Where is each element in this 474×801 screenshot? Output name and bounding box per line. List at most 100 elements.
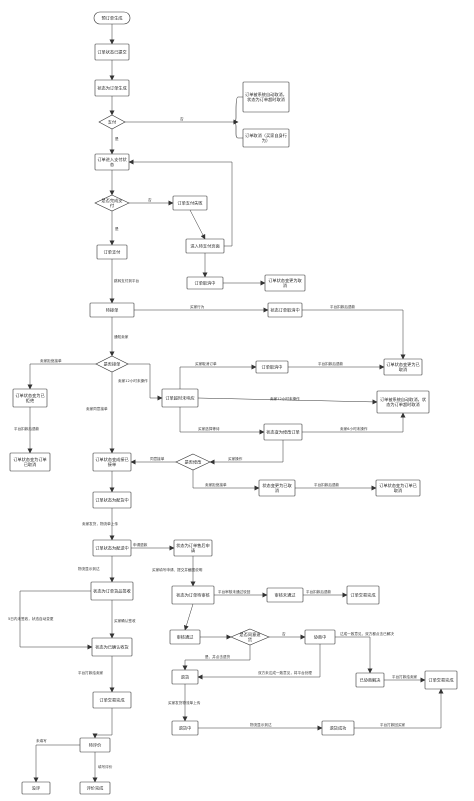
edge-label-e-platform-refund5: 平台扣款后退款 bbox=[306, 589, 332, 594]
edge-label-e-agree-accept: 卖家同意接单 bbox=[86, 406, 108, 411]
edge-label-e-agree: 同意接单 bbox=[150, 456, 165, 461]
edge-label-e-no-review: 未填写 bbox=[36, 738, 47, 743]
node-label: 订单被系统自动取消，状态为订单超时取消 bbox=[380, 396, 427, 408]
node-label: 订单超时未响应 bbox=[165, 395, 194, 402]
node-n-to-ship: 订单状态为配货中 bbox=[92, 491, 132, 509]
node-label: 订单交易完成 bbox=[428, 677, 453, 684]
node-n-wait-confirm: 状态变为修改订单 bbox=[263, 423, 303, 441]
node-label: 订单交易完成 bbox=[99, 697, 124, 704]
node-n-to-review: 待评价 bbox=[79, 737, 111, 753]
edge-label-e-no2: 否 bbox=[148, 198, 152, 202]
node-label: 订单状态为配货中 bbox=[95, 497, 129, 504]
node-label: 订单取消中 bbox=[262, 364, 283, 371]
node-n-returning: 退货中 bbox=[171, 720, 199, 736]
edge-38 bbox=[183, 603, 194, 631]
edge-label-e-reach: 达成一致意见，双方都点击已解决 bbox=[340, 631, 394, 636]
node-n-to-accept: 待接单 bbox=[89, 302, 135, 318]
edge-label-e-5day-auto: 5日内未签收，状态自动变更 bbox=[8, 616, 54, 621]
node-d-accept: 是否接单 bbox=[95, 355, 129, 373]
node-label: 订单状态变为订单已取消 bbox=[379, 482, 417, 494]
edge-22 bbox=[302, 412, 406, 433]
node-label: 是否接单 bbox=[104, 361, 121, 368]
node-n-submit: 订单状态已提交 bbox=[94, 43, 130, 61]
edge-label-e-apply-refund: 申请退款 bbox=[133, 542, 148, 547]
node-n-status-cancelled: 状态变更为已取消 bbox=[258, 479, 296, 497]
node-label: 评价完成 bbox=[87, 785, 104, 792]
node-label: 订单状态变成接已接单 bbox=[95, 456, 129, 468]
edge-27 bbox=[192, 470, 260, 491]
node-n-sys-timeout-cancel: 订单被系统自动取消，状态为订单超时取消 bbox=[376, 390, 430, 414]
node-n-enter-pay: 订单进入支付状态 bbox=[94, 153, 130, 171]
node-n-order-done: 订单交易完成 bbox=[92, 691, 132, 709]
node-d-seller-agree: 是否同意退货 bbox=[230, 628, 270, 646]
node-label: 是否修改 bbox=[185, 459, 203, 466]
node-label: 没评 bbox=[32, 785, 41, 792]
edge-label-e-after-pay: 跳转支付到平台 bbox=[114, 278, 140, 283]
node-label: 进入待支付页面 bbox=[190, 243, 219, 250]
edge-label-e-seller-12h: 卖家12小时未操作 bbox=[118, 378, 148, 383]
cancel-brace bbox=[232, 96, 239, 139]
node-label: 已协商解决 bbox=[360, 677, 382, 684]
edge-50 bbox=[33, 744, 80, 783]
node-label: 订单状态变更为已取消 bbox=[386, 361, 420, 373]
edge-label-e-no: 否 bbox=[180, 117, 184, 121]
edge-49 bbox=[92, 708, 113, 739]
edge-43 bbox=[335, 636, 373, 674]
node-label: 状态订单取消中 bbox=[270, 307, 299, 314]
node-n-resolved: 已协商解决 bbox=[355, 672, 385, 688]
edge-label-e-seller-act: 买家行为 bbox=[190, 304, 205, 309]
edge-17 bbox=[128, 363, 163, 401]
node-n-cancelled-right: 订单状态变更为已取消 bbox=[383, 358, 423, 376]
node-label: 订单状态变更为取消 bbox=[268, 277, 302, 289]
node-n-status-cancel-mid: 状态订单取消中 bbox=[267, 302, 303, 318]
node-n-cancelling: 订单取消中 bbox=[186, 276, 224, 290]
node-label: 订单支付 bbox=[104, 249, 121, 256]
node-label: 支付 bbox=[108, 119, 116, 126]
node-label: 待评价 bbox=[89, 742, 102, 749]
node-n-passed: 审核通过 bbox=[169, 629, 201, 645]
node-label: 订单被系统自动取消，状态为订单超时取消 bbox=[245, 91, 287, 103]
node-label: 是否同意退货 bbox=[240, 631, 262, 643]
edge-label-e-ship-logistics: 卖家发货，物流单上传 bbox=[82, 521, 118, 526]
node-n-pending-pay: 状态为订单生成 bbox=[94, 79, 130, 97]
edge-label-e-yes: 是 bbox=[115, 136, 119, 141]
edge-label-e-platform-pay-seller: 平台打款给卖家 bbox=[78, 670, 104, 675]
edge-label-e-fill-apply: 买家填写申请、提交并截图说明 bbox=[152, 567, 203, 572]
node-n-timeout: 订单超时未响应 bbox=[161, 388, 199, 408]
node-d-pay: 支付 bbox=[98, 114, 126, 130]
edge-8 bbox=[128, 159, 233, 247]
edge-label-e-buyer-cancel: 买家取消订单 bbox=[195, 361, 217, 366]
node-label: 状态为订单货品签收 bbox=[93, 588, 132, 595]
node-n-not-passed: 审核未通过 bbox=[266, 587, 304, 603]
node-label: 退货中 bbox=[179, 725, 192, 732]
edge-label-e-platform-refund4: 平台扣款后退款 bbox=[314, 482, 340, 487]
node-label: 订单取消中 bbox=[195, 280, 216, 287]
edge-label-e-platform-refund6: 平台打款回买家 bbox=[380, 722, 406, 727]
node-n-pay-success: 订单支付 bbox=[96, 244, 128, 260]
node-n-platform-review: 状态为订单待审核 bbox=[171, 585, 215, 605]
node-label: 状态为订单生成 bbox=[97, 85, 126, 92]
edge-label-e-reject-accept2: 卖家拒绝接单 bbox=[205, 482, 227, 487]
node-n-refund-apply: 状态为订单售后申请 bbox=[173, 539, 213, 557]
edge-label-e-platform-refund3: 平台扣款后退款 bbox=[14, 426, 40, 431]
node-label: 状态为订单待审核 bbox=[176, 592, 210, 599]
node-n-accepted: 订单状态变成接已接单 bbox=[92, 452, 132, 472]
node-label: 预订单生成 bbox=[102, 15, 123, 22]
edge-7 bbox=[189, 209, 206, 240]
edge-label-e-yes2: 是 bbox=[115, 226, 119, 231]
node-d-confirm: 是否修改 bbox=[175, 453, 211, 471]
node-n-reviewed: 评价完成 bbox=[79, 781, 111, 795]
edge-16 bbox=[27, 363, 96, 390]
node-n-shipping: 订单状态为配送中 bbox=[92, 539, 132, 557]
node-n-pay-fail: 订单支付失败 bbox=[172, 195, 208, 211]
node-n-reject: 订单状态变为已拒绝 bbox=[12, 388, 48, 408]
node-n-cancel-buyer: 订单取消（买家自身行为） bbox=[242, 128, 290, 148]
edge-18 bbox=[179, 364, 257, 389]
edge-label-e-platform-finish: 平台打款给卖家 bbox=[392, 674, 418, 679]
node-n-no-review: 没评 bbox=[21, 781, 51, 795]
node-n-delivered: 状态为订单货品签收 bbox=[90, 581, 134, 601]
node-label: 订单状态已提交 bbox=[97, 49, 126, 56]
edge-label-e-buyer-op: 买家操作 bbox=[228, 456, 243, 461]
node-n-return-success: 退货成功 bbox=[321, 720, 355, 736]
